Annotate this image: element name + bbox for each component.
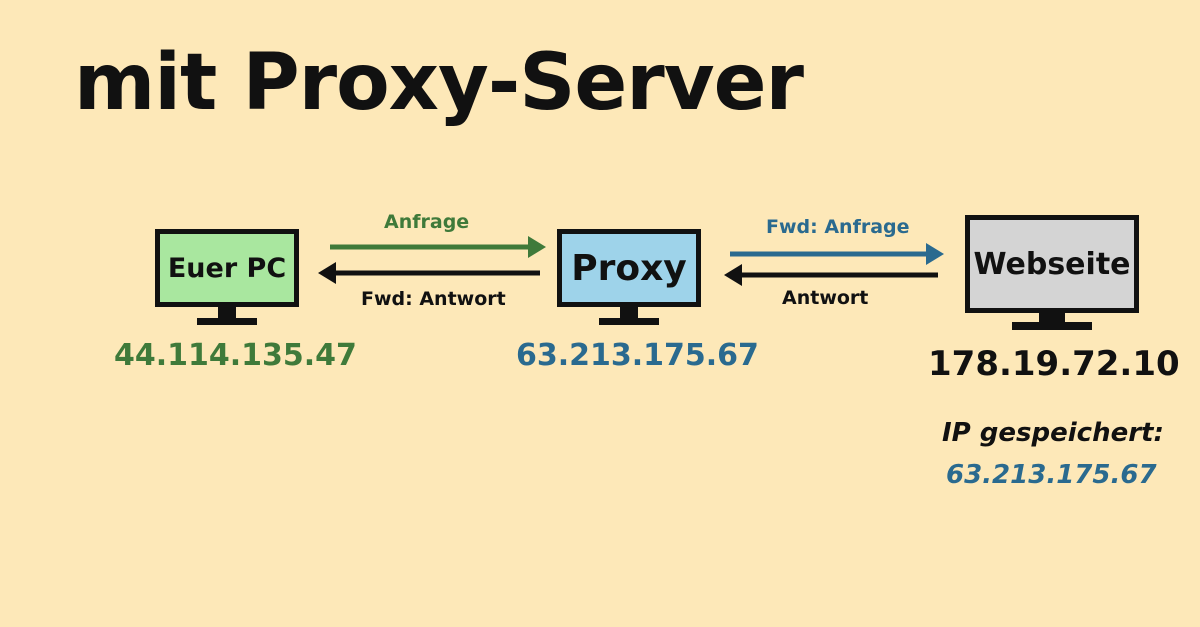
label-fwd-anfrage: Fwd: Anfrage [766, 216, 910, 238]
proxy-monitor-foot [599, 318, 659, 325]
website-screen: Webseite [965, 215, 1139, 313]
arrow-proxy-to-website [730, 243, 944, 265]
website-monitor-neck [1039, 313, 1065, 323]
pc-monitor-neck [218, 307, 236, 319]
website-label: Webseite [973, 246, 1131, 282]
proxy-screen: Proxy [557, 229, 701, 307]
proxy-monitor-neck [620, 307, 638, 319]
website-ip: 178.19.72.10 [928, 344, 1180, 384]
website-monitor-foot [1012, 322, 1092, 330]
proxy-label: Proxy [571, 247, 687, 289]
pc-label: Euer PC [167, 252, 287, 284]
pc-ip: 44.114.135.47 [114, 338, 357, 373]
arrow-proxy-to-pc [318, 262, 540, 284]
diagram-title: mit Proxy-Server [74, 38, 804, 128]
saved-ip-label: IP gespeichert: [942, 418, 1164, 448]
arrow-website-to-proxy [724, 264, 938, 286]
arrow-pc-to-proxy [330, 236, 546, 258]
label-antwort: Antwort [782, 287, 869, 309]
proxy-ip: 63.213.175.67 [516, 338, 759, 373]
pc-monitor-foot [197, 318, 257, 325]
saved-ip-value: 63.213.175.67 [946, 460, 1157, 490]
label-fwd-antwort: Fwd: Antwort [361, 288, 506, 310]
label-anfrage: Anfrage [384, 211, 470, 233]
pc-screen: Euer PC [155, 229, 299, 307]
